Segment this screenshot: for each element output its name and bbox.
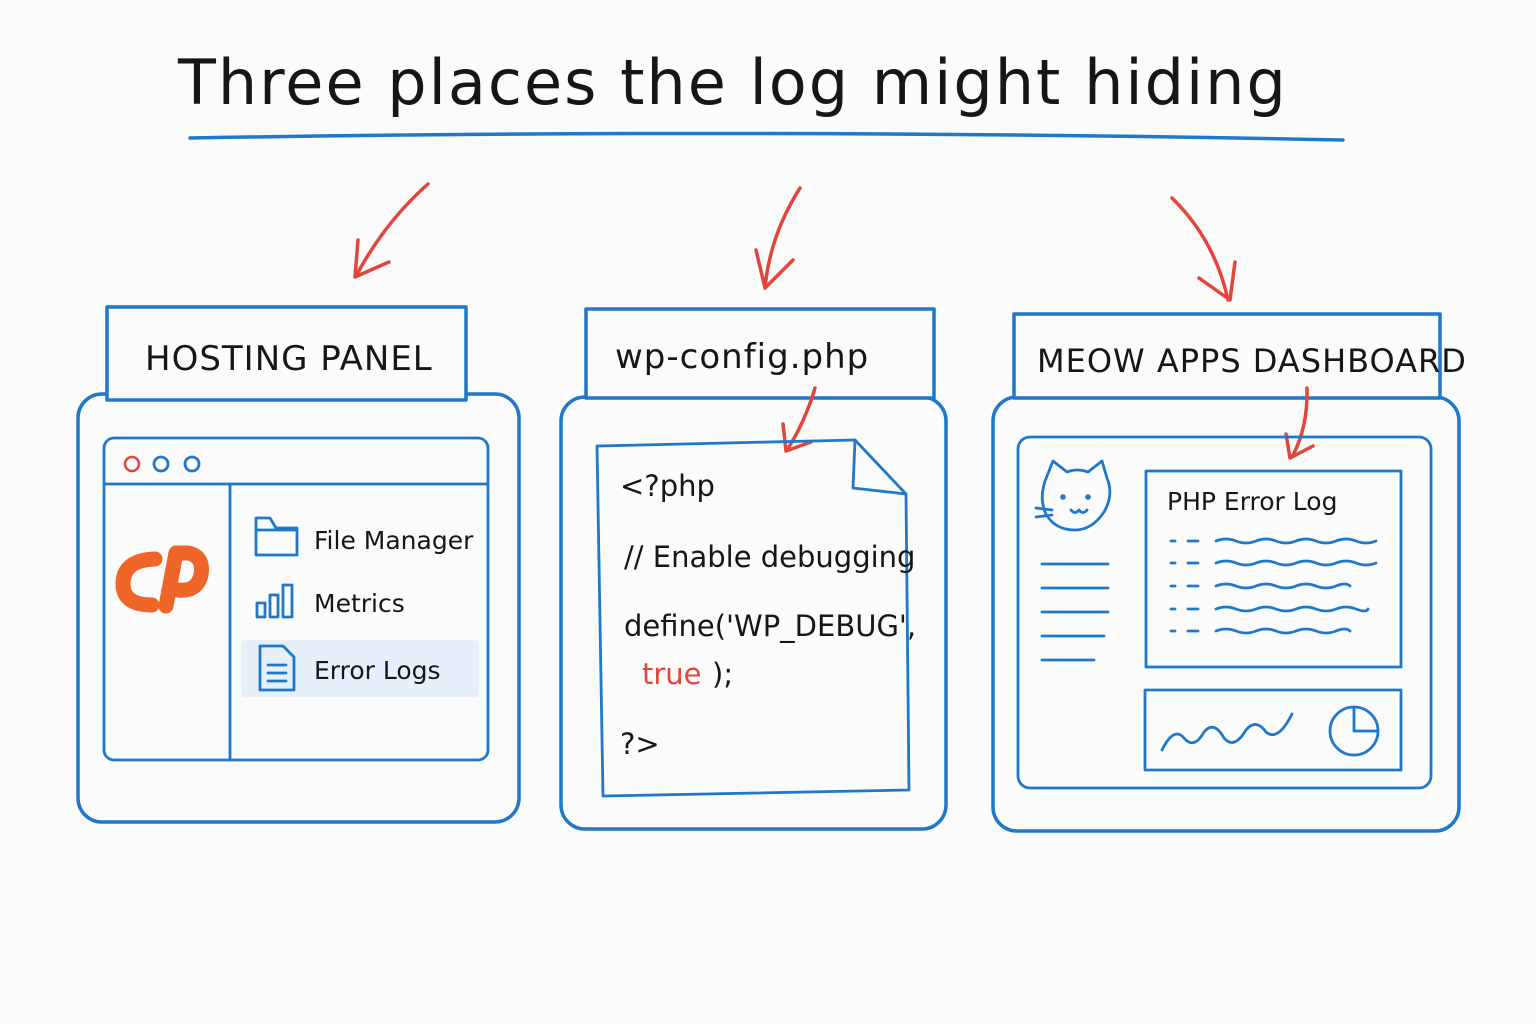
window-dot bbox=[152, 455, 170, 473]
log-entry bbox=[1169, 605, 1370, 613]
dashboard-window bbox=[1016, 435, 1433, 790]
menu-item-label: Error Logs bbox=[314, 656, 441, 685]
arrow-to-error-log bbox=[1284, 386, 1315, 460]
log-entry bbox=[1169, 627, 1352, 635]
arrow-to-config-file bbox=[781, 386, 817, 453]
wp-config-label: wp-config.php bbox=[615, 337, 869, 377]
arrow-to-hosting-panel bbox=[353, 182, 430, 279]
hosting-panel: HOSTING PANEL File Manager bbox=[76, 305, 521, 824]
document-icon bbox=[258, 644, 296, 692]
pie-chart-icon bbox=[1328, 705, 1380, 757]
meow-panel-frame bbox=[991, 395, 1461, 833]
code-define-line: define('WP_DEBUG', bbox=[624, 609, 916, 643]
hosting-browser-window bbox=[102, 436, 490, 762]
window-dot-red bbox=[123, 455, 141, 473]
cat-icon bbox=[1034, 459, 1112, 532]
menu-item-metrics[interactable]: Metrics bbox=[255, 583, 405, 619]
title-underline bbox=[188, 131, 1345, 142]
code-open-tag: <?php bbox=[620, 469, 715, 503]
error-log-title: PHP Error Log bbox=[1167, 487, 1337, 516]
window-dot bbox=[183, 455, 201, 473]
code-true-value: true bbox=[642, 657, 702, 691]
meow-label-box: MEOW APPS DASHBOARD bbox=[1012, 312, 1467, 400]
php-code-block: <?php // Enable debugging define('WP_DEB… bbox=[620, 469, 916, 761]
log-entry bbox=[1169, 559, 1378, 567]
php-file-sheet bbox=[595, 438, 911, 798]
code-comment: // Enable debugging bbox=[624, 540, 915, 574]
menu-item-file-manager[interactable]: File Manager bbox=[254, 516, 474, 557]
code-close-tag: ?> bbox=[620, 727, 660, 761]
menu-item-highlight bbox=[241, 640, 479, 697]
hosting-panel-label: HOSTING PANEL bbox=[145, 339, 433, 379]
php-error-log-card[interactable]: PHP Error Log bbox=[1144, 469, 1403, 669]
menu-item-label: Metrics bbox=[314, 589, 405, 618]
folder-icon bbox=[254, 516, 299, 557]
hosting-panel-label-box: HOSTING PANEL bbox=[105, 305, 468, 402]
cpanel-logo bbox=[115, 545, 209, 614]
log-entries bbox=[1169, 537, 1378, 635]
stats-card bbox=[1143, 688, 1403, 772]
code-closing: ); bbox=[712, 657, 733, 691]
sparkline-icon bbox=[1160, 712, 1294, 752]
wp-config-panel: wp-config.php <?php // Enable debugging … bbox=[559, 307, 948, 831]
menu-item-label: File Manager bbox=[314, 526, 474, 555]
menu-item-error-logs[interactable]: Error Logs bbox=[241, 640, 479, 697]
arrow-to-wp-config bbox=[754, 186, 802, 290]
bar-chart-icon bbox=[255, 583, 294, 619]
sidebar-lines bbox=[1040, 562, 1110, 662]
arrow-to-meow-dashboard bbox=[1170, 196, 1237, 302]
log-entry bbox=[1169, 582, 1352, 590]
wp-config-label-box: wp-config.php bbox=[584, 307, 936, 400]
log-entry bbox=[1169, 537, 1378, 545]
meow-dashboard-panel: MEOW APPS DASHBOARD PHP Erro bbox=[991, 312, 1467, 833]
meow-panel-label: MEOW APPS DASHBOARD bbox=[1037, 342, 1467, 380]
page-title: Three places the log might hiding bbox=[177, 46, 1288, 119]
